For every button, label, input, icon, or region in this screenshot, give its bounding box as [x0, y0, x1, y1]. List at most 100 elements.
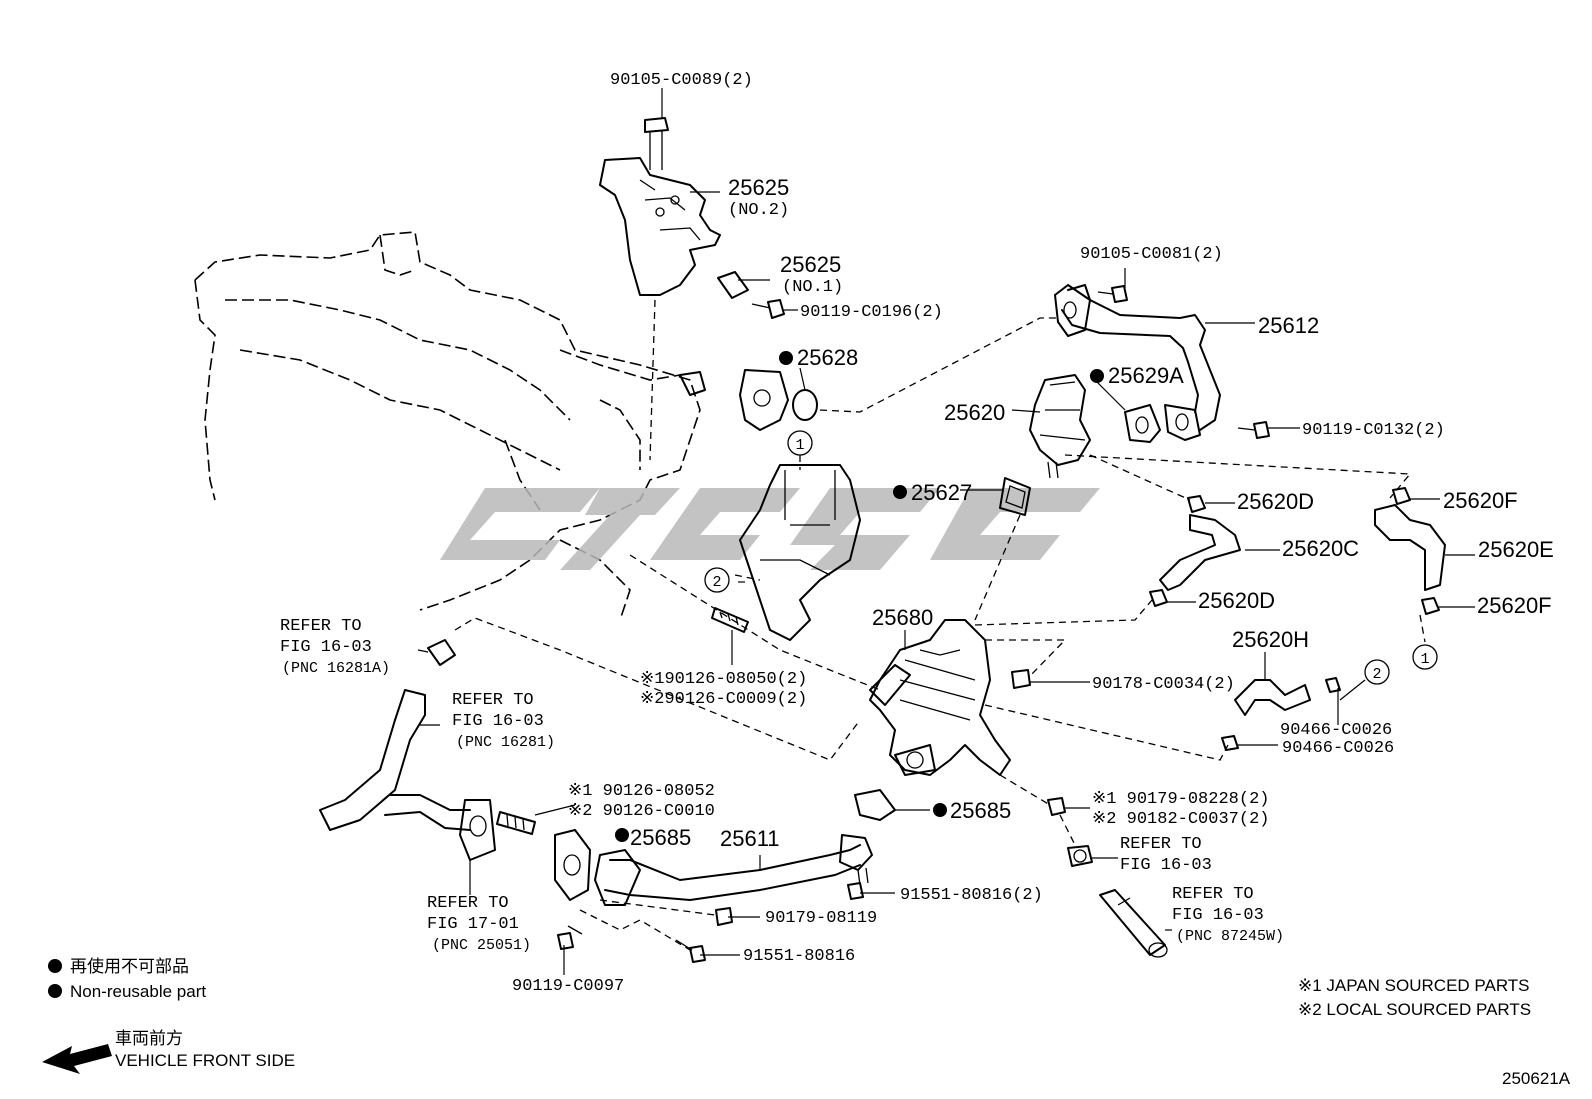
label-90466-c0026-a: 90466-C0026	[1280, 721, 1392, 740]
svg-text:再使用不可部品: 再使用不可部品	[70, 956, 189, 976]
label-25620d-top: 25620D	[1237, 489, 1314, 514]
bolt-91551-80816-2	[847, 867, 869, 900]
clamp-25620d-bottom	[1149, 589, 1168, 607]
gasket-25627	[999, 477, 1031, 516]
bolt-91551-80816	[675, 939, 706, 963]
svg-text:1: 1	[1420, 651, 1429, 668]
label-90126-c0010: ※2 90126-C0010	[568, 802, 715, 821]
svg-text:FIG 16-03: FIG 16-03	[280, 638, 372, 657]
stud-90126-08050	[711, 607, 749, 633]
label-25612: 25612	[1258, 313, 1319, 338]
svg-text:2: 2	[712, 574, 721, 591]
label-25625-no1-sub: (NO.1)	[782, 278, 843, 297]
label-90119-c0097: 90119-C0097	[512, 977, 624, 996]
label-25611: 25611	[720, 826, 780, 851]
label-90182-c0037: ※2 90182-C0037(2)	[1092, 810, 1269, 829]
svg-text:2: 2	[1372, 666, 1381, 683]
hose-pnc-16281a	[427, 639, 456, 666]
label-25628: 25628	[797, 345, 858, 370]
legend-nonreusable: 再使用不可部品 Non-reusable part	[48, 956, 206, 1001]
svg-text:REFER TO: REFER TO	[427, 894, 509, 913]
hose-pnc-87245w	[1099, 889, 1168, 958]
clamp-90466-c0026-a	[1325, 677, 1341, 693]
refer-fig-16-03-pnc-87245w: REFER TO FIG 16-03 (PNC 87245W)	[1172, 885, 1284, 945]
bolt-90119-c0132	[1237, 421, 1270, 439]
label-91551-80816: 91551-80816	[743, 947, 855, 966]
label-90105-c0089: 90105-C0089(2)	[610, 71, 753, 90]
egr-mount-flange	[679, 369, 789, 431]
arrow-left-icon	[42, 1044, 112, 1074]
callout-1-upper: 1	[787, 430, 813, 456]
svg-text:(PNC 25051): (PNC 25051)	[432, 937, 531, 954]
label-25625-no2-sub: (NO.2)	[728, 201, 789, 220]
egr-cooler-25680	[869, 619, 1011, 776]
bolt-90105-c0081	[1097, 285, 1128, 303]
label-90179-08228: ※1 90179-08228(2)	[1092, 790, 1269, 809]
hose-25620e	[1374, 504, 1446, 591]
callout-2-right: 2	[1364, 659, 1390, 685]
svg-text:※2 LOCAL SOURCED PARTS: ※2 LOCAL SOURCED PARTS	[1298, 1000, 1531, 1019]
hose-25620h	[1234, 679, 1311, 716]
clamp-25620f-top	[1392, 487, 1411, 505]
label-25620e: 25620E	[1478, 537, 1554, 562]
bolt-90105-c0089	[644, 117, 669, 170]
callout-2-upper: 2	[704, 567, 730, 593]
svg-text:Non-reusable part: Non-reusable part	[70, 982, 206, 1001]
diagram-id: 250621A	[1502, 1069, 1571, 1088]
egr-valve-25620	[1029, 374, 1091, 479]
watermark-logo	[440, 488, 1100, 570]
label-90126-08052: ※1 90126-08052	[568, 782, 715, 801]
label-25625-no1: 25625	[780, 252, 841, 277]
svg-text:車両前方: 車両前方	[115, 1029, 183, 1048]
label-25620h: 25620H	[1232, 627, 1309, 652]
label-25620d-bottom: 25620D	[1198, 588, 1275, 613]
svg-text:FIG 17-01: FIG 17-01	[427, 915, 519, 934]
label-25685-left: 25685	[630, 825, 691, 850]
hose-25620c	[1159, 514, 1241, 591]
svg-text:REFER TO: REFER TO	[1172, 885, 1254, 904]
svg-text:FIG 16-03: FIG 16-03	[1172, 906, 1264, 925]
label-25620: 25620	[944, 400, 1005, 425]
svg-text:REFER TO: REFER TO	[280, 617, 362, 636]
collar-25625-no1	[717, 271, 749, 299]
svg-text:1: 1	[795, 437, 804, 454]
label-25625-no2: 25625	[728, 175, 789, 200]
label-25620f-top: 25620F	[1443, 488, 1518, 513]
dashed-connectors	[454, 299, 1426, 951]
svg-text:FIG 16-03: FIG 16-03	[1120, 856, 1212, 875]
gasket-25685-left	[554, 829, 591, 901]
label-90126-08050: ※190126-08050(2)	[640, 670, 807, 689]
refer-fig-16-03-clamp: REFER TO FIG 16-03	[1120, 835, 1212, 875]
legend-vehicle-front: 車両前方 VEHICLE FRONT SIDE	[115, 1029, 295, 1070]
pipe-25612	[1054, 284, 1221, 441]
refer-fig-16-03-pnc-16281a: REFER TO FIG 16-03 (PNC 16281A)	[280, 617, 390, 677]
label-90119-c0132: 90119-C0132(2)	[1302, 421, 1445, 440]
svg-text:VEHICLE FRONT SIDE: VEHICLE FRONT SIDE	[115, 1051, 295, 1070]
pipe-pnc-25051	[384, 794, 496, 861]
legend-sourced-notes: ※1 JAPAN SOURCED PARTS ※2 LOCAL SOURCED …	[1298, 976, 1531, 1019]
bolt-90119-c0097	[557, 925, 583, 950]
label-25680: 25680	[872, 605, 933, 630]
label-25620c: 25620C	[1282, 536, 1359, 561]
svg-text:(PNC 16281A): (PNC 16281A)	[282, 660, 390, 677]
gasket-25628	[792, 389, 818, 421]
svg-text:FIG 16-03: FIG 16-03	[452, 712, 544, 731]
label-90119-c0196: 90119-C0196(2)	[800, 303, 943, 322]
stud-90126-08052	[496, 811, 536, 835]
label-90105-c0081: 90105-C0081(2)	[1080, 245, 1223, 264]
label-90178-c0034: 90178-C0034(2)	[1092, 675, 1235, 694]
label-90179-08119: 90179-08119	[765, 909, 877, 928]
gasket-25685-right	[854, 789, 896, 821]
clamp-90466-c0026-b	[1221, 735, 1239, 751]
egr-housing	[739, 464, 861, 641]
label-25685-right: 25685	[950, 798, 1011, 823]
nut-90179-08228	[1047, 797, 1066, 816]
refer-fig-17-01-pnc-25051: REFER TO FIG 17-01 (PNC 25051)	[427, 894, 531, 954]
label-90466-c0026-b: 90466-C0026	[1282, 739, 1394, 758]
bracket-25625-no2	[599, 157, 721, 296]
nut-90179-08119	[715, 907, 733, 926]
label-90126-c0009: ※290126-C0009(2)	[640, 690, 807, 709]
svg-text:REFER TO: REFER TO	[1120, 835, 1202, 854]
gasket-25629a	[1124, 404, 1161, 443]
